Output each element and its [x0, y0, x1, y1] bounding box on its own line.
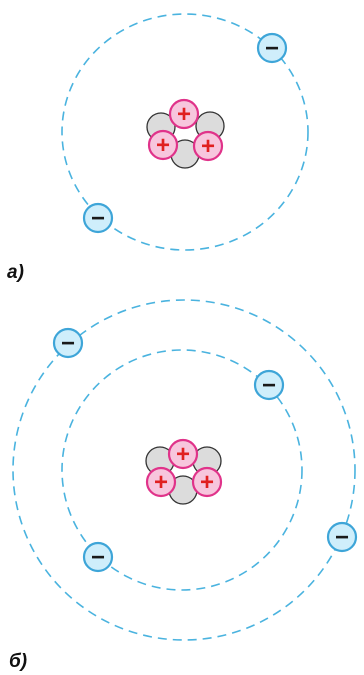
panel-label-a: а): [7, 262, 24, 283]
electron-sign: −: [262, 372, 276, 399]
proton-sign: +: [201, 133, 215, 160]
nucleus-a: + + +: [147, 100, 224, 168]
panel-a: + + + − − а): [7, 14, 308, 283]
electron-sign: −: [265, 35, 279, 62]
panel-b: + + + − − − − б): [9, 300, 356, 672]
proton: +: [169, 440, 197, 468]
proton-sign: +: [156, 132, 170, 159]
proton: +: [147, 468, 175, 496]
nucleus-b: + + +: [146, 440, 221, 504]
electron: −: [84, 204, 112, 232]
proton: +: [149, 131, 177, 159]
electron-sign: −: [91, 544, 105, 571]
proton-sign: +: [200, 469, 214, 496]
proton: +: [193, 468, 221, 496]
proton-sign: +: [177, 101, 191, 128]
electron: −: [258, 34, 286, 62]
electron-sign: −: [335, 524, 349, 551]
electron: −: [328, 523, 356, 551]
electron: −: [255, 371, 283, 399]
proton-sign: +: [176, 441, 190, 468]
proton: +: [194, 132, 222, 160]
electron-sign: −: [91, 205, 105, 232]
proton: +: [170, 100, 198, 128]
proton-sign: +: [154, 469, 168, 496]
electron-sign: −: [61, 330, 75, 357]
panel-label-b: б): [9, 651, 27, 672]
electron: −: [54, 329, 82, 357]
electron: −: [84, 543, 112, 571]
